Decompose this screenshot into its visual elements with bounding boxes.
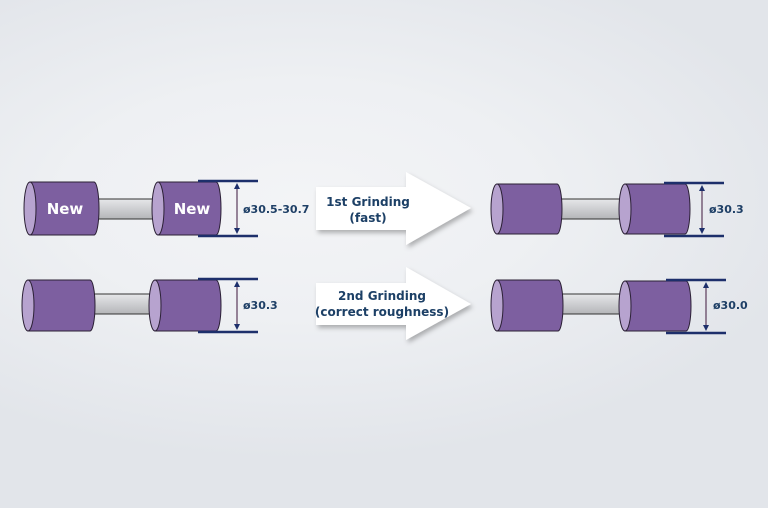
- left-wheel: [490, 279, 564, 332]
- step-1-title: 1st Grinding: [326, 195, 410, 209]
- right-wheel: [148, 279, 222, 332]
- row-2-before-assembly: ø30.3: [21, 277, 278, 334]
- row-2-after-assembly: ø30.0: [490, 278, 748, 335]
- step-1-subtitle: (fast): [349, 211, 386, 225]
- row-1-before-assembly: New New ø30.5-30.7: [23, 179, 309, 238]
- left-wheel: New: [23, 181, 100, 236]
- diameter-label: ø30.0: [713, 299, 748, 312]
- step-arrow-1: 1st Grinding (fast): [316, 172, 471, 245]
- right-wheel-label: New: [174, 200, 211, 218]
- shaft: [554, 198, 626, 220]
- diameter-dimension: ø30.3: [664, 181, 744, 238]
- shaft: [554, 293, 626, 315]
- diameter-dimension: ø30.5-30.7: [198, 179, 309, 238]
- shaft: [87, 293, 157, 315]
- step-2-subtitle: (correct roughness): [315, 305, 449, 319]
- diameter-label: ø30.3: [243, 299, 278, 312]
- left-wheel-label: New: [47, 200, 84, 218]
- shaft: [89, 198, 159, 220]
- diameter-label: ø30.5-30.7: [243, 203, 309, 216]
- left-wheel: [490, 183, 563, 235]
- right-wheel: New: [151, 181, 222, 236]
- row-1-after-assembly: ø30.3: [490, 181, 744, 238]
- diameter-dimension: ø30.0: [666, 278, 748, 335]
- step-2-title: 2nd Grinding: [338, 289, 426, 303]
- right-wheel: [618, 183, 691, 235]
- right-wheel: [618, 280, 692, 332]
- left-wheel: [21, 279, 96, 332]
- diameter-dimension: ø30.3: [198, 277, 278, 334]
- step-arrow-2: 2nd Grinding (correct roughness): [315, 267, 471, 340]
- diameter-label: ø30.3: [709, 203, 744, 216]
